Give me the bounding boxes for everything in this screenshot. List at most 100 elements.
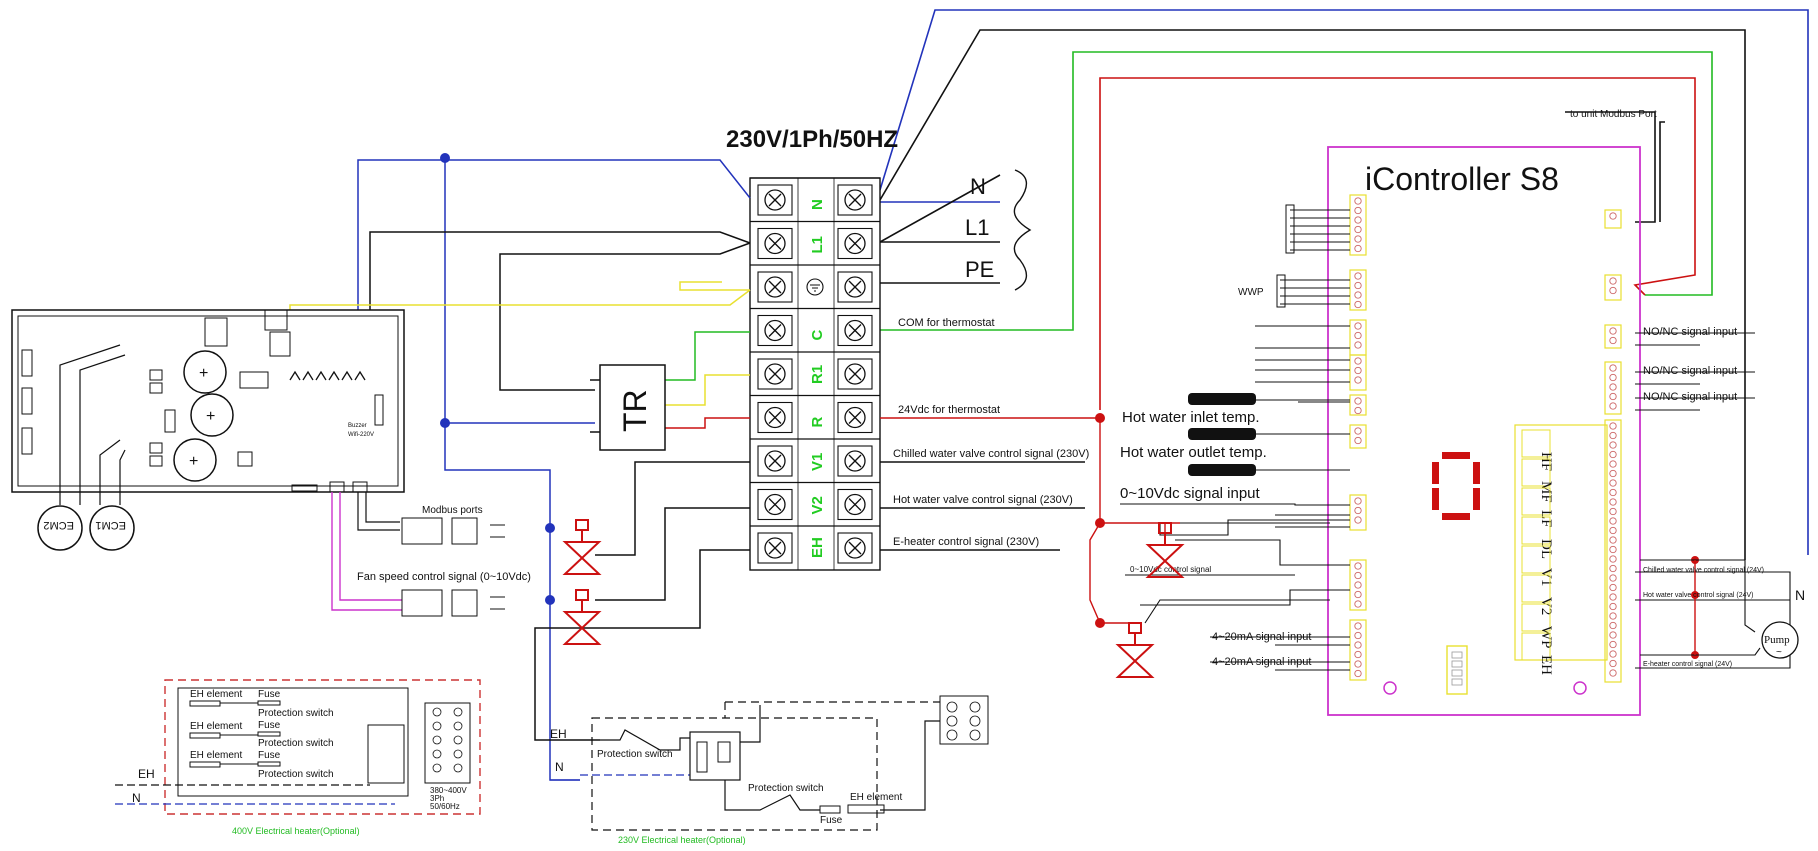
heater400-caption: 400V Electrical heater(Optional) — [232, 826, 360, 836]
supply-brace — [1013, 169, 1032, 291]
modbus-port-wire-2 — [1659, 121, 1665, 222]
black-l1-to-tr — [499, 242, 751, 391]
relay-label-v2: V2 — [1538, 597, 1554, 615]
pump: Pump ~ — [1761, 621, 1799, 659]
relay-label-eh: EH — [1538, 655, 1554, 675]
fan-speed-connector: Fan speed control signal (0~10Vdc) — [331, 492, 531, 617]
transformer: TR — [590, 364, 666, 451]
heater230-eh-label: EH — [550, 727, 567, 741]
valve-230v-2 — [562, 589, 602, 645]
yellow-r1-to-tr — [665, 374, 750, 406]
modbus-ports-label: Modbus ports — [422, 505, 483, 516]
heater400-eh-label: EH — [138, 767, 155, 781]
heater230-element: EH element — [850, 792, 902, 803]
relay-label-dl: DL — [1538, 539, 1554, 559]
v1-to-valve — [595, 461, 750, 556]
heater400-fuse-3: Fuse — [258, 750, 281, 761]
heater230-switch-1: Protection switch — [597, 749, 673, 760]
heater400-spec-1: 380~400V — [430, 786, 467, 795]
controller-title: iController S8 — [1365, 161, 1559, 197]
signal-sensor — [1188, 464, 1256, 476]
heater-400v-box: EH N EH element EH element EH element Fu… — [115, 679, 481, 836]
valve-24v-2 — [1115, 622, 1155, 678]
terminal-label-r: R — [809, 417, 826, 428]
ma-input-label-1: 4~20mA signal input — [1212, 631, 1311, 643]
heater400-n-label: N — [132, 791, 141, 805]
supply-pe-label: PE — [965, 257, 994, 282]
terminal-label-c: C — [809, 330, 826, 341]
outlet-temp-label: Hot water outlet temp. — [1120, 444, 1267, 461]
dc24-thermostat-label: 24Vdc for thermostat — [898, 404, 1000, 416]
heater230-n-label: N — [555, 760, 564, 774]
nonc-input-label-1: NO/NC signal input — [1643, 326, 1737, 338]
terminal-label-r1: R1 — [809, 365, 826, 384]
heater230-caption: 230V Electrical heater(Optional) — [618, 835, 746, 845]
heater400-element-2: EH element — [190, 721, 242, 732]
signal-input-label: 0~10Vdc signal input — [1120, 485, 1261, 502]
relay-label-v1: V1 — [1538, 568, 1554, 586]
heater400-fuse-1: Fuse — [258, 689, 281, 700]
hot-230v-label: Hot water valve control signal (230V) — [893, 494, 1073, 506]
red-r-to-tr — [665, 417, 750, 429]
transformer-label: TR — [617, 389, 653, 432]
terminal-label-v2: V2 — [809, 496, 826, 514]
inlet-temp-label: Hot water inlet temp. — [1122, 409, 1260, 426]
ecm2-label: ECM2 — [43, 519, 74, 531]
black-live-wire — [879, 29, 1746, 560]
relay-label-lf: LF — [1538, 510, 1554, 528]
heater400-element-1: EH element — [190, 689, 242, 700]
supply-wires — [860, 9, 1809, 560]
blue-n-to-board — [357, 159, 751, 358]
supply-l1-label: L1 — [965, 215, 989, 240]
right-n-label: N — [1795, 587, 1805, 603]
pump-label: Pump — [1764, 634, 1790, 646]
ecm1-motor: ECM1 — [89, 505, 135, 551]
heater230-fuse: Fuse — [820, 815, 843, 826]
digit-display — [1432, 452, 1480, 520]
nonc-input-label-2: NO/NC signal input — [1643, 365, 1737, 377]
svg-text:+: + — [206, 408, 215, 425]
modbus-port-wire — [1565, 111, 1656, 223]
nonc-input-label-3: NO/NC signal input — [1643, 391, 1737, 403]
wwp-label: WWP — [1238, 287, 1264, 298]
controller-board: iController S8 to unit Modbus Port — [1327, 109, 1657, 716]
relay-label-hf: HF — [1538, 452, 1554, 471]
svg-text:+: + — [189, 453, 198, 470]
valve-230v-1 — [562, 519, 602, 575]
v2-to-valve — [595, 507, 750, 601]
black-l1-to-board — [369, 231, 751, 358]
heater400-switch-3: Protection switch — [258, 769, 334, 780]
svg-text:Buzzer: Buzzer — [348, 423, 367, 429]
com-thermostat-label: COM for thermostat — [898, 317, 995, 329]
ma-input-label-2: 4~20mA signal input — [1212, 656, 1311, 668]
heater-230v-box: EH N Protection switch Protection switch… — [550, 695, 989, 845]
ecm1-label: ECM1 — [95, 519, 126, 531]
eh-to-heater — [534, 549, 750, 741]
eheater-24v-label: E-heater control signal (24V) — [1643, 661, 1732, 668]
heater400-spec-2: 3Ph — [430, 794, 444, 803]
green-com-wire — [860, 51, 1713, 331]
outlet-sensor — [1188, 428, 1256, 440]
yellow-pe-stub — [679, 281, 750, 291]
blue-bus — [444, 158, 595, 424]
heater400-terminals — [432, 707, 463, 773]
terminal-label-l1: L1 — [809, 236, 826, 254]
svg-text:+: + — [199, 365, 208, 382]
heater230-switch-2: Protection switch — [748, 783, 824, 794]
controller-sensors: WWP Hot water inlet temp. Hot water outl… — [1089, 204, 1350, 671]
controller-right-connectors — [1604, 209, 1622, 683]
red-24v-wire — [1099, 77, 1696, 410]
heater400-switch-1: Protection switch — [258, 708, 334, 719]
controller-left-connectors — [1349, 194, 1367, 681]
chilled-24v-label: Chilled water valve control signal (24V) — [1643, 567, 1764, 574]
fan-board: + + + Buzzer Wifi-220V — [11, 309, 405, 505]
terminal-label-eh: EH — [809, 537, 826, 558]
relay-label-mf: MF — [1538, 481, 1554, 503]
fan-speed-label: Fan speed control signal (0~10Vdc) — [357, 571, 531, 583]
heater400-element-3: EH element — [190, 750, 242, 761]
blue-neutral-wire — [879, 9, 1809, 555]
heater400-spec-3: 50/60Hz — [430, 802, 460, 811]
